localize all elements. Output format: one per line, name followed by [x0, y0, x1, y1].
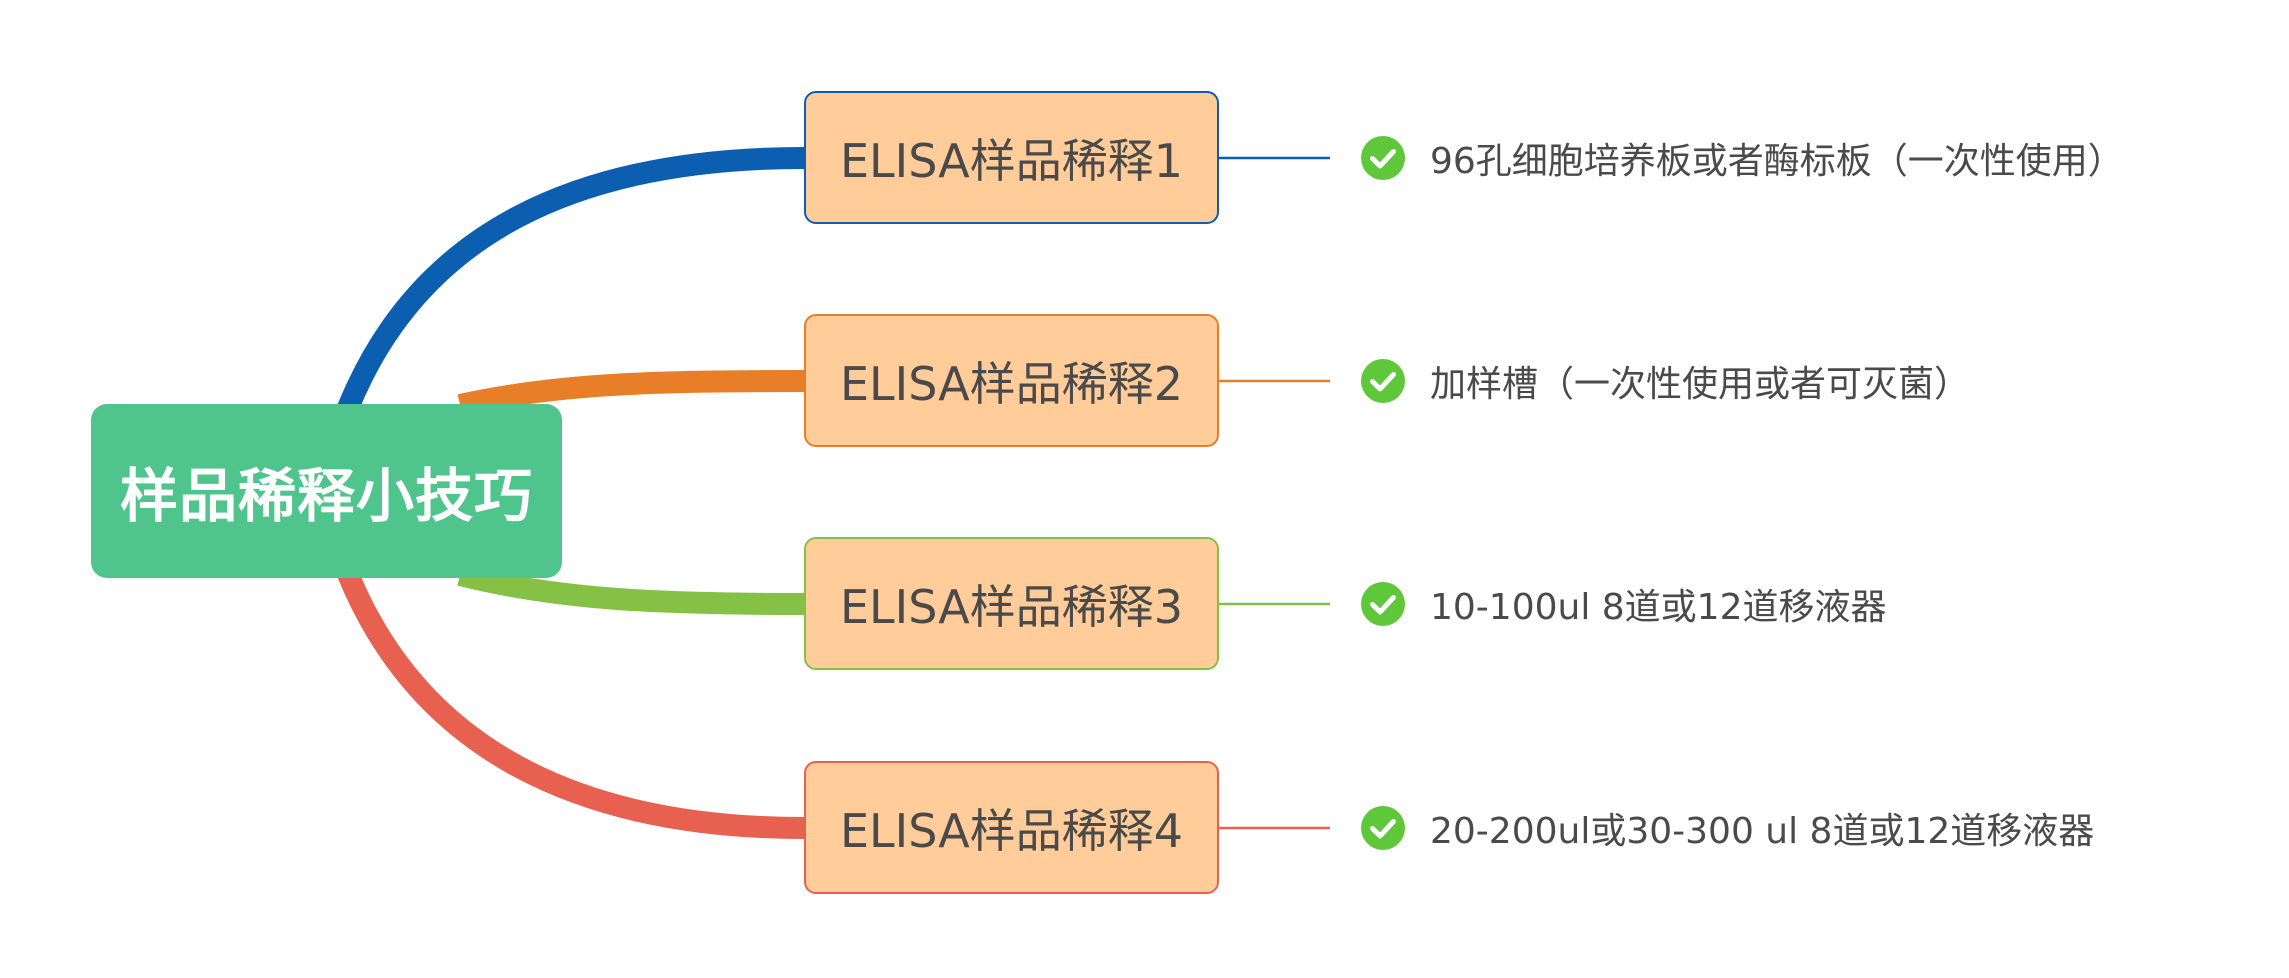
leaf-label: 96孔细胞培养板或者酶标板（一次性使用）	[1430, 141, 2124, 182]
root-node[interactable]: 样品稀释小技巧	[91, 404, 562, 578]
check-circle-icon	[1361, 359, 1405, 403]
branch-node-3[interactable]: ELISA样品稀释3	[804, 537, 1219, 670]
branch-connector-3	[457, 564, 805, 615]
check-circle-icon	[1361, 136, 1405, 180]
leaf-label: 加样槽（一次性使用或者可灭菌）	[1430, 364, 1971, 405]
branch-label: ELISA样品稀释4	[839, 803, 1184, 858]
branch-node-2[interactable]: ELISA样品稀释2	[804, 314, 1219, 447]
branch-label: ELISA样品稀释2	[839, 356, 1184, 411]
leaf-node-1[interactable]: 96孔细胞培养板或者酶标板（一次性使用）	[1360, 128, 2124, 188]
branch-connector-1	[337, 147, 805, 413]
branch-label: ELISA样品稀释1	[839, 133, 1184, 188]
leaf-node-3[interactable]: 10-100ul 8道或12道移液器	[1360, 574, 1887, 634]
leaf-label: 20-200ul或30-300 ul 8道或12道移液器	[1430, 811, 2095, 852]
leaf-node-2[interactable]: 加样槽（一次性使用或者可灭菌）	[1360, 351, 1970, 411]
check-circle-icon	[1361, 806, 1405, 850]
leaf-label: 10-100ul 8道或12道移液器	[1430, 587, 1887, 628]
branch-node-4[interactable]: ELISA样品稀释4	[804, 761, 1219, 894]
check-circle-icon	[1361, 582, 1405, 626]
branch-connector-2	[457, 370, 805, 416]
root-label: 样品稀释小技巧	[119, 462, 533, 530]
branch-label: ELISA样品稀释3	[839, 579, 1184, 634]
branch-node-1[interactable]: ELISA样品稀释1	[804, 91, 1219, 224]
leaf-node-4[interactable]: 20-200ul或30-300 ul 8道或12道移液器	[1360, 798, 2094, 858]
branch-connector-4	[337, 569, 805, 839]
